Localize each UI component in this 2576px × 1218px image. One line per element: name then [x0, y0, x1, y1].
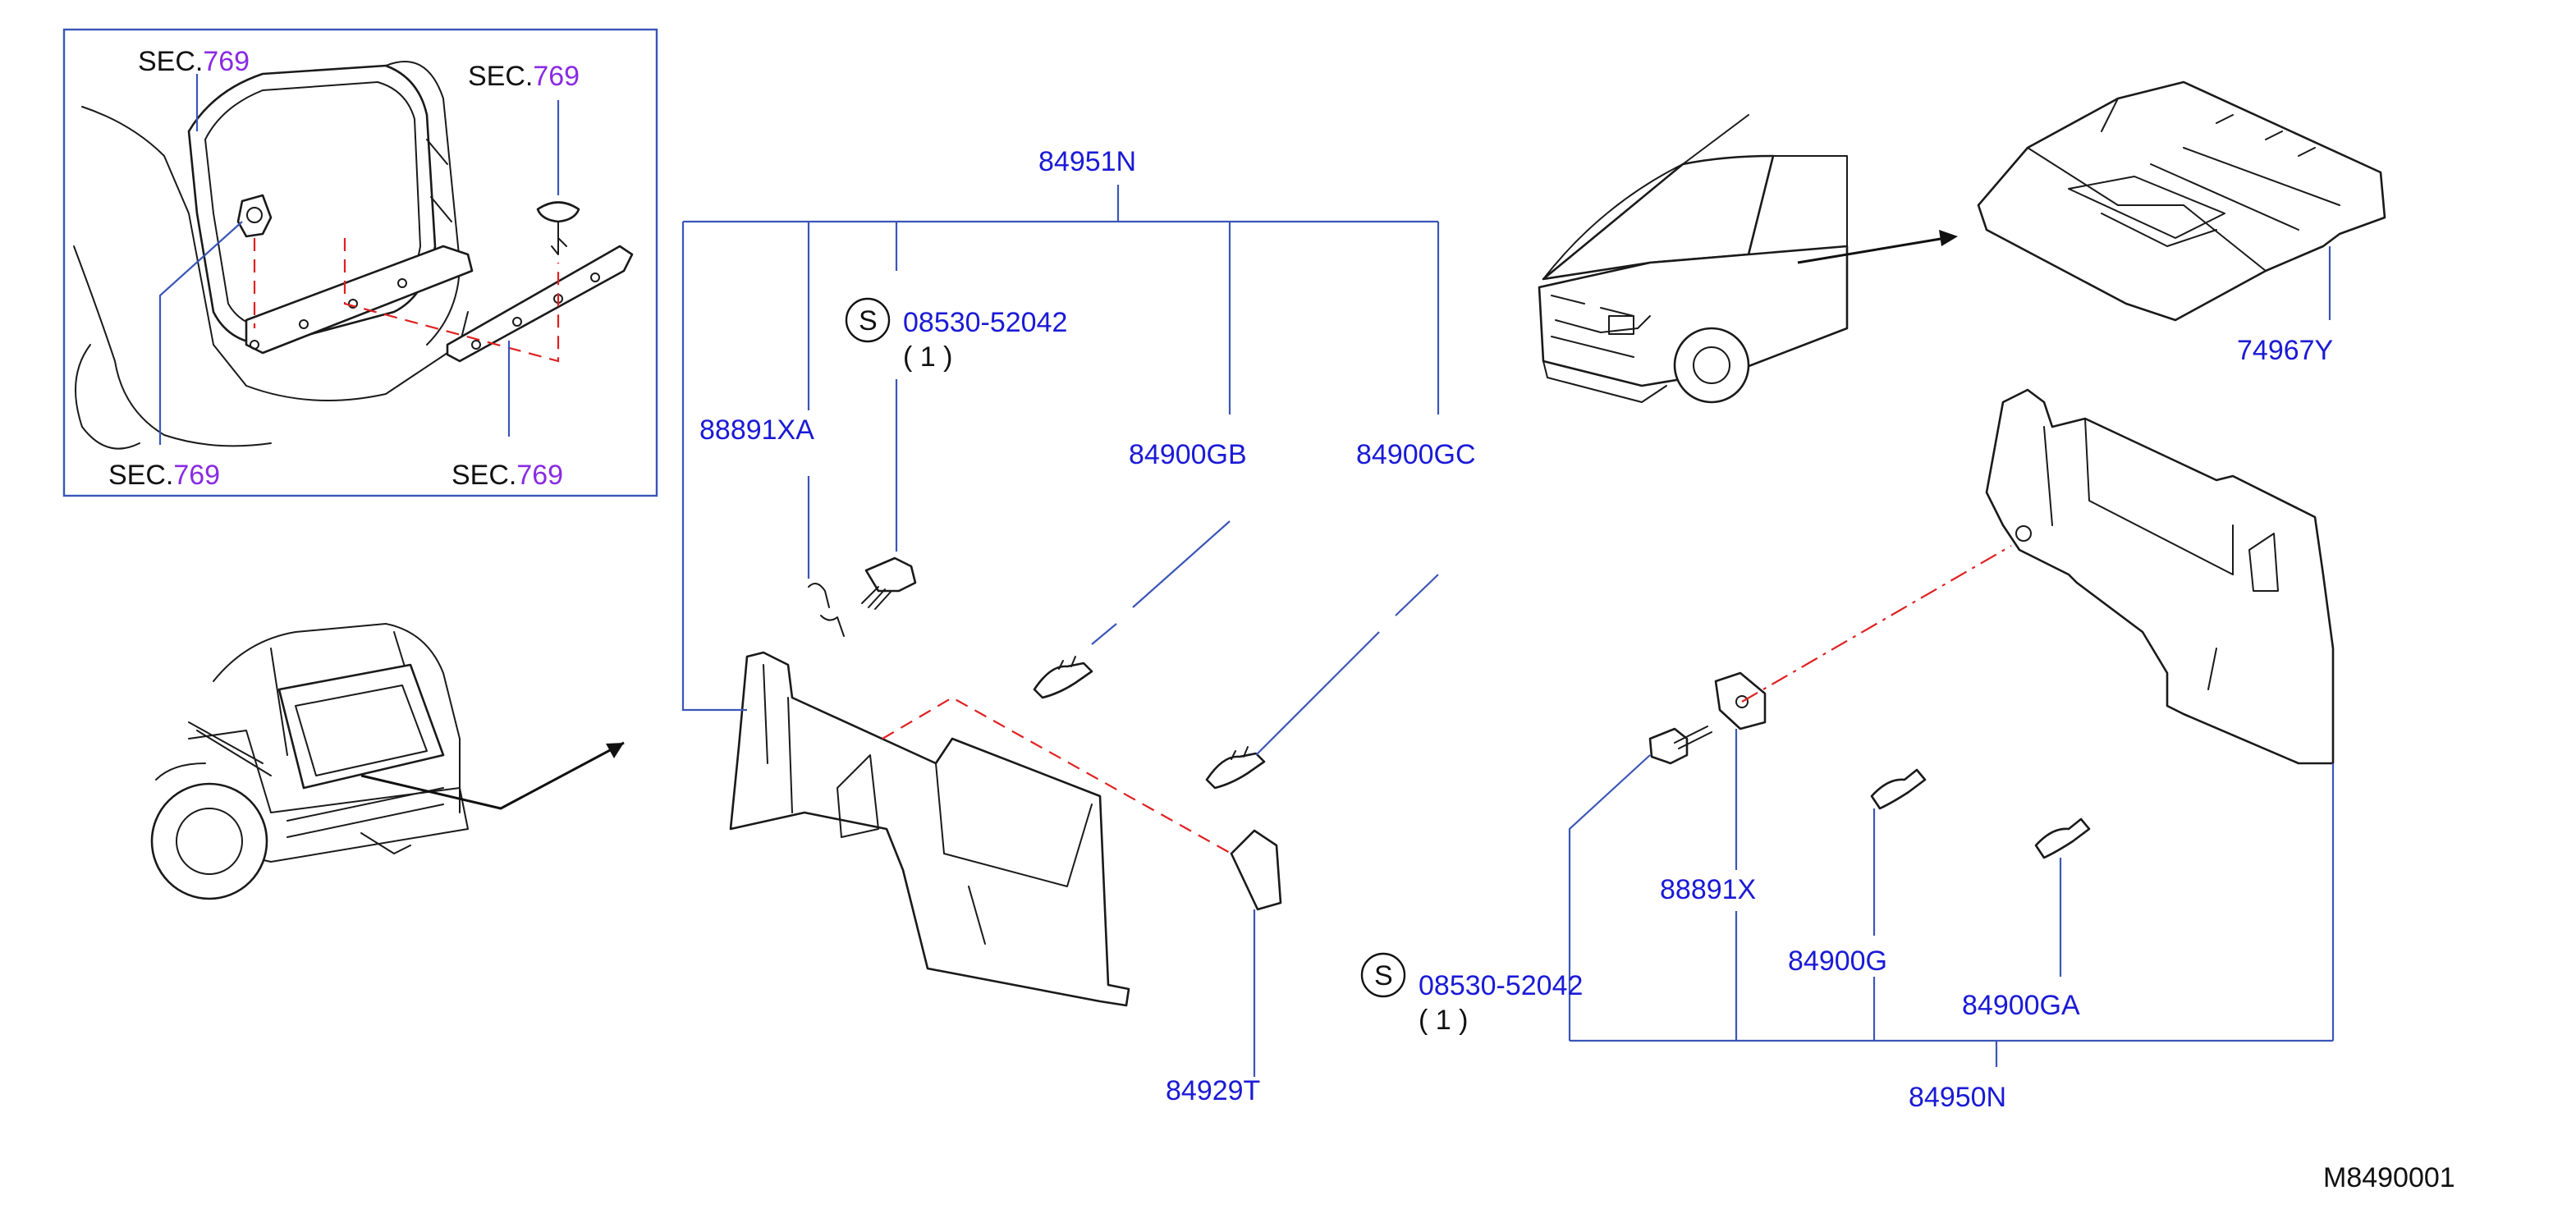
label-screw-left-qty: ( 1 ): [903, 341, 952, 373]
label-screw-left: 08530-52042: [903, 307, 1067, 338]
diagram-code: M8490001: [2323, 1162, 2455, 1193]
label-84929t: 84929T: [1166, 1075, 1260, 1106]
arrowhead-right: [1939, 230, 1958, 246]
inset-detail: SEC.769 SEC.769 SEC.769 SEC.769: [62, 28, 658, 497]
s-symbol-left: [845, 297, 891, 343]
clip-88891x-part: [1714, 671, 1767, 730]
sec-callout-tr: SEC.769: [468, 61, 580, 92]
clip-84900ga-part: [2034, 817, 2091, 859]
screw-left-part: [861, 556, 917, 610]
clip-84900g-part: [1870, 768, 1927, 810]
label-74967y: 74967Y: [2237, 335, 2333, 366]
arrowhead-left: [606, 743, 624, 758]
label-88891x: 88891X: [1660, 874, 1756, 905]
red-guide-right: [1741, 545, 2012, 703]
leader-tree-84950n: [1568, 729, 2335, 1067]
sec-callout-tl: SEC.769: [138, 46, 250, 77]
label-84900g: 84900G: [1788, 946, 1887, 977]
pointer-arrow-right: [1797, 236, 1946, 264]
label-84951n: 84951N: [1038, 146, 1136, 177]
s-symbol-right: [1360, 952, 1406, 998]
s-symbol-left-text: S: [859, 305, 878, 337]
pointer-arrow-left: [360, 741, 625, 810]
red-guide-left: [882, 696, 1232, 854]
label-84950n: 84950N: [1909, 1082, 2006, 1113]
label-84900gc: 84900GC: [1356, 439, 1476, 470]
label-84900ga: 84900GA: [1962, 990, 2080, 1021]
label-screw-right-qty: ( 1 ): [1419, 1005, 1468, 1036]
vehicle-front-illustration: [1538, 114, 1849, 404]
pad-84929t-part: [1230, 829, 1282, 911]
clip-84900gc-part: [1205, 746, 1266, 790]
leader-tree-84951n: [681, 185, 1440, 1077]
label-88891xa: 88891XA: [699, 414, 814, 446]
clip-84900gb-part: [1033, 656, 1093, 699]
sec-callout-br: SEC.769: [451, 460, 563, 491]
right-side-trim-panel: [1985, 388, 2335, 765]
vehicle-rear-cargo-illustration: [150, 623, 469, 900]
left-side-trim-panel: [729, 651, 1130, 1007]
sec-callout-bl: SEC.769: [108, 460, 220, 491]
label-84900gb: 84900GB: [1129, 439, 1247, 470]
s-symbol-right-text: S: [1374, 960, 1393, 991]
label-screw-right: 08530-52042: [1419, 970, 1583, 1001]
clip-88891xa-part: [808, 583, 845, 637]
floor-panel-74967y: [1977, 80, 2386, 322]
screw-right-part: [1648, 726, 1712, 765]
